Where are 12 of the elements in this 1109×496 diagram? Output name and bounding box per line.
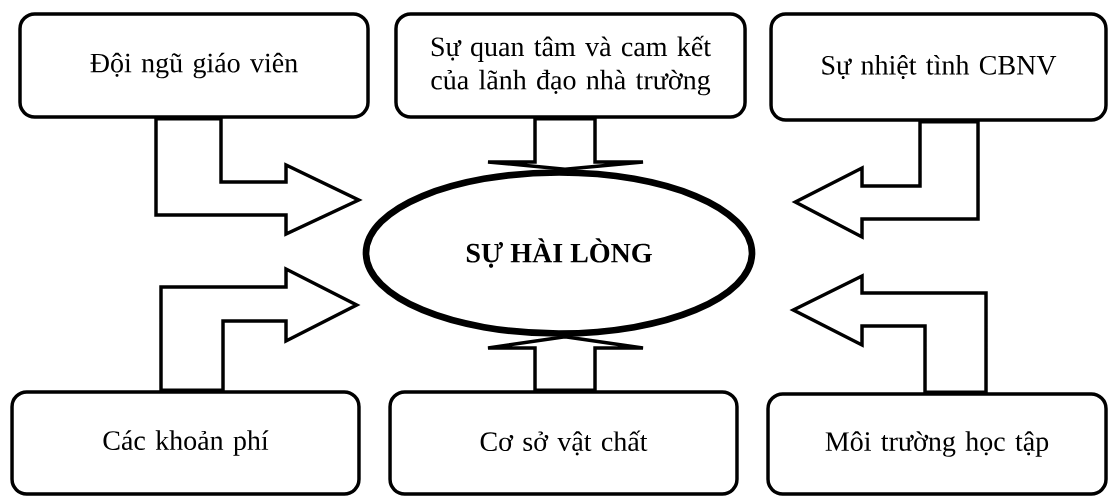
rounded-box: Môi trường học tập bbox=[766, 392, 1108, 496]
block-arrow bbox=[486, 116, 645, 171]
block-arrow bbox=[791, 120, 980, 240]
block-arrow bbox=[789, 273, 988, 394]
rounded-box: Đội ngũ giáo viên bbox=[18, 12, 370, 119]
rounded-box: Cơ sở vật chất bbox=[388, 390, 739, 496]
rounded-box: Sự quan tâm và cam kết của lãnh đạo nhà trường bbox=[394, 12, 747, 119]
rounded-box: Các khoản phí bbox=[10, 390, 361, 496]
block-arrow bbox=[486, 335, 645, 392]
block-arrow bbox=[159, 266, 361, 392]
rounded-box: Sự nhiệt tình CBNV bbox=[769, 12, 1108, 122]
block-arrow bbox=[154, 116, 363, 237]
